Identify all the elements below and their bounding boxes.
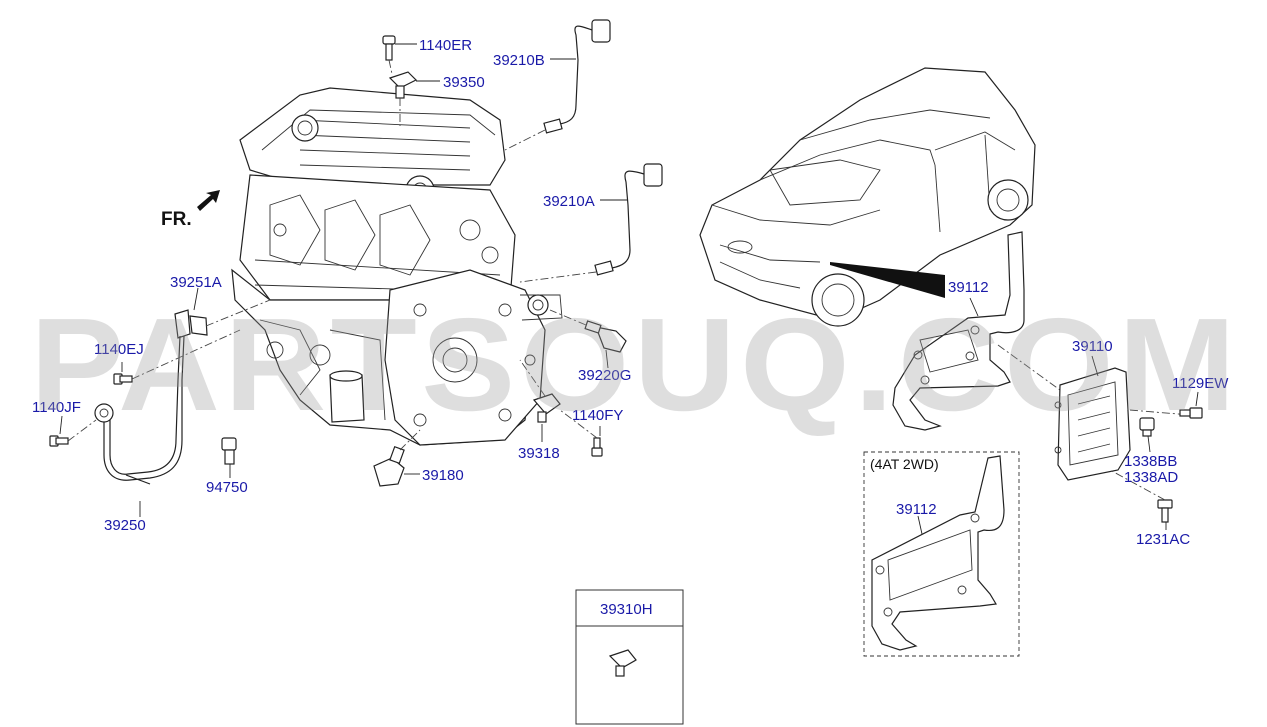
nut-1338BB xyxy=(1139,417,1155,437)
engine-assembly xyxy=(231,87,563,446)
box-39310H xyxy=(575,589,684,725)
ecu-39110 xyxy=(1054,367,1131,481)
label-1129EW: 1129EW xyxy=(1172,375,1229,392)
front-direction-label: FR. xyxy=(161,209,192,230)
label-1338BB: 1338BB xyxy=(1124,453,1177,470)
oxygen-sensor-39210A xyxy=(594,163,663,276)
temperature-sensor-39220G xyxy=(584,320,627,353)
sensor-39318 xyxy=(532,393,561,423)
label-1231AC: 1231AC xyxy=(1136,531,1190,548)
label-39110: 39110 xyxy=(1072,338,1113,355)
label-39210A: 39210A xyxy=(543,193,595,210)
sensor-39180 xyxy=(373,445,405,487)
label-39250: 39250 xyxy=(104,517,146,534)
label-1140FY: 1140FY xyxy=(572,407,623,424)
switch-94750 xyxy=(221,437,237,465)
label-39350: 39350 xyxy=(443,74,485,91)
label-1140ER: 1140ER xyxy=(419,37,472,54)
ecu-bracket-39112 xyxy=(892,231,1025,431)
oxygen-sensor-39210B xyxy=(543,19,611,134)
label-39310H: 39310H xyxy=(600,601,653,618)
front-direction-marker: FR. xyxy=(161,190,220,230)
sensor-39350 xyxy=(388,71,418,99)
label-94750: 94750 xyxy=(206,479,248,496)
label-39220G: 39220G xyxy=(578,367,631,384)
harness-39250 xyxy=(94,309,208,485)
bolt-1129EW xyxy=(1179,407,1203,419)
inset-4at-2wd: (4AT 2WD) xyxy=(863,451,1020,657)
label-1338AD: 1338AD xyxy=(1124,469,1178,486)
label-39112-inset: 39112 xyxy=(896,501,937,518)
label-39112: 39112 xyxy=(948,279,989,296)
inset-caption: (4AT 2WD) xyxy=(870,456,939,472)
bolt-1231AC xyxy=(1157,499,1173,523)
label-1140EJ: 1140EJ xyxy=(94,341,144,358)
bolt-1140ER xyxy=(382,35,396,61)
vehicle-illustration xyxy=(699,67,1036,327)
label-39210B: 39210B xyxy=(493,52,545,69)
label-1140JF: 1140JF xyxy=(32,399,81,416)
label-39318: 39318 xyxy=(518,445,560,462)
watermark: PARTSOUQ.COM xyxy=(30,291,1240,438)
label-39180: 39180 xyxy=(422,467,464,484)
bolt-1140FY xyxy=(591,437,603,457)
front-arrow-icon xyxy=(197,190,220,211)
label-39251A: 39251A xyxy=(170,274,222,291)
